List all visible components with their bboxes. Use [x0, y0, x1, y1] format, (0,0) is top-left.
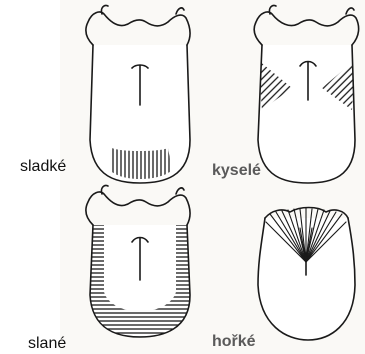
label-bitter: hořké: [212, 333, 256, 351]
label-salty: slané: [28, 335, 66, 353]
tongue-bitter: [258, 208, 355, 341]
label-sour: kyselé: [212, 162, 261, 180]
label-sweet: sladké: [20, 158, 66, 176]
